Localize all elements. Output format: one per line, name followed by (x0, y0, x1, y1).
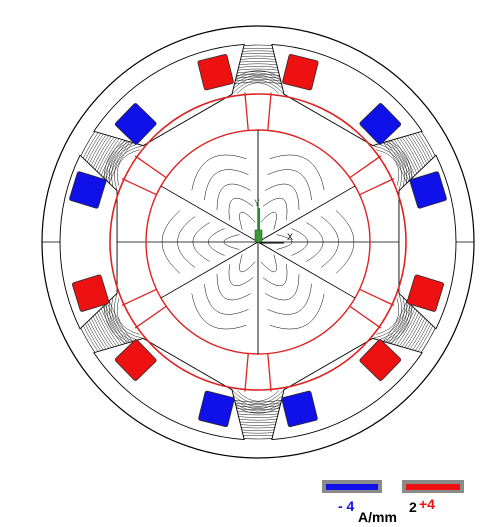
flux-line (376, 298, 400, 335)
flux-line (161, 210, 181, 274)
flux-line (216, 274, 251, 301)
flux-line (260, 254, 277, 273)
flux-line (192, 222, 210, 262)
coil-negative (114, 103, 157, 145)
flux-line (372, 293, 402, 339)
coil-positive (282, 54, 319, 91)
flux-line (260, 211, 277, 230)
flux-line (265, 274, 300, 301)
flux-line (208, 228, 225, 256)
flux-line (116, 298, 140, 335)
flux-line (262, 197, 288, 220)
flux-line (320, 216, 339, 268)
flux-line (231, 80, 285, 95)
legend-negative-label: - 4 (338, 498, 355, 514)
pole-boundary (134, 305, 167, 329)
flux-line (204, 283, 249, 315)
legend-positive-fill (406, 484, 460, 490)
triad-y-label: Y (254, 198, 260, 208)
triad-origin-marker (254, 229, 263, 243)
coil-positive (72, 274, 110, 312)
legend-negative-fill (326, 484, 378, 490)
pole-boundary (121, 178, 157, 196)
flux-line (269, 293, 325, 330)
flux-line (236, 82, 280, 94)
coil-negative (69, 171, 107, 209)
flux-line (276, 234, 293, 250)
flux-line (236, 390, 280, 402)
flux-line (265, 183, 300, 210)
coil-positive (406, 274, 444, 312)
flux-line (267, 283, 312, 315)
pole-boundary (121, 288, 157, 306)
coil-negative (198, 390, 235, 428)
pole-boundary (267, 353, 272, 392)
coil-positive (359, 339, 402, 381)
flux-line (291, 228, 308, 256)
legend-unit-exponent: 2 (409, 499, 417, 515)
flux-line (114, 293, 144, 339)
flux-line (204, 169, 249, 201)
flux-line (228, 264, 254, 287)
flux-line (239, 211, 256, 230)
flux-line (216, 183, 251, 210)
stator-coils (69, 54, 447, 428)
flux-line (267, 169, 312, 201)
pole-boundary (349, 155, 382, 179)
rotor-outer-boundary (109, 93, 407, 391)
flux-line (372, 145, 402, 191)
coil-positive (197, 54, 234, 91)
coil-positive (114, 339, 157, 381)
flux-line (262, 264, 288, 287)
flux-line (223, 234, 240, 250)
flux-line (191, 154, 247, 191)
current-density-legend: - 4 A/mm 2 +4 (322, 480, 464, 525)
pole-boundary (244, 92, 249, 131)
flux-line (269, 154, 325, 191)
pole-boundary (267, 92, 272, 131)
rotor-pole-boundaries (121, 92, 395, 392)
pole-boundary (359, 288, 395, 306)
axes-triad: Y X (254, 198, 293, 244)
flux-line (177, 216, 196, 268)
flux-line (306, 222, 324, 262)
pole-boundary (349, 305, 382, 329)
legend-unit-label: A/mm (358, 509, 397, 525)
flux-line (239, 254, 256, 273)
flux-line (116, 149, 140, 186)
pole-boundary (244, 353, 249, 392)
flux-line (114, 145, 144, 191)
pole-boundary (359, 178, 395, 196)
legend-positive-label: +4 (419, 496, 435, 512)
flux-line (231, 389, 285, 404)
coil-negative (409, 171, 447, 209)
flux-line (228, 197, 254, 220)
flux-line (376, 149, 400, 186)
flux-line (335, 210, 355, 274)
rotor (109, 92, 407, 392)
coil-negative (281, 390, 318, 428)
coil-negative (359, 103, 402, 145)
pole-boundary (134, 155, 167, 179)
triad-x-label: X (287, 232, 293, 242)
flux-line (191, 293, 247, 330)
